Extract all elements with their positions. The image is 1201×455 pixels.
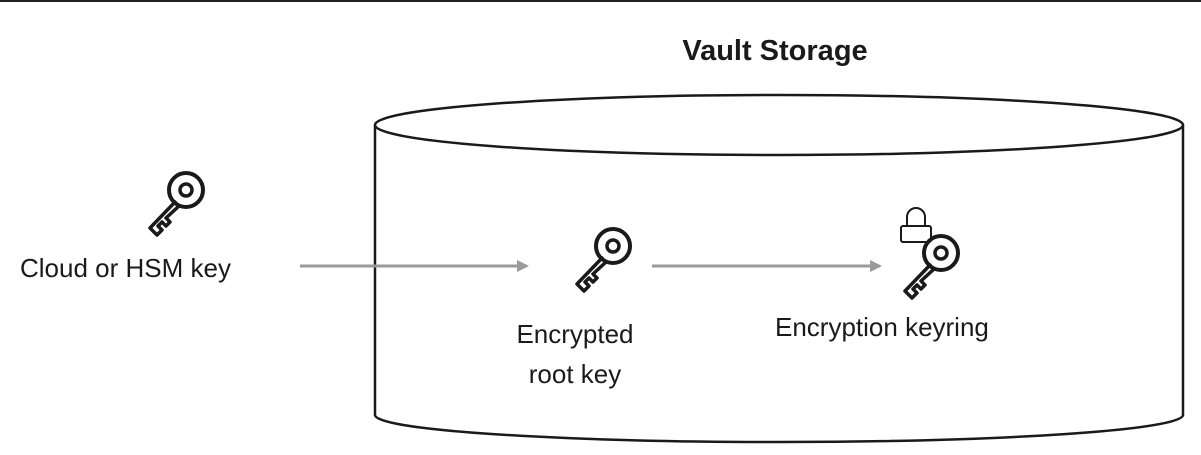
- top-border: [0, 0, 1201, 2]
- encrypted-root-key-label: Encrypted root key: [516, 319, 634, 389]
- encryption-keyring-label: Encryption keyring: [775, 312, 989, 342]
- lock-icon: [900, 207, 932, 243]
- key-icon: [148, 171, 205, 237]
- key-icon: [903, 234, 960, 300]
- locked-key-icon: [900, 207, 960, 300]
- cloud-hsm-key-label: Cloud or HSM key: [20, 253, 231, 283]
- key-icon: [575, 227, 632, 293]
- vault-storage-cylinder: [373, 93, 1185, 444]
- diagram-title: Vault Storage: [682, 35, 868, 67]
